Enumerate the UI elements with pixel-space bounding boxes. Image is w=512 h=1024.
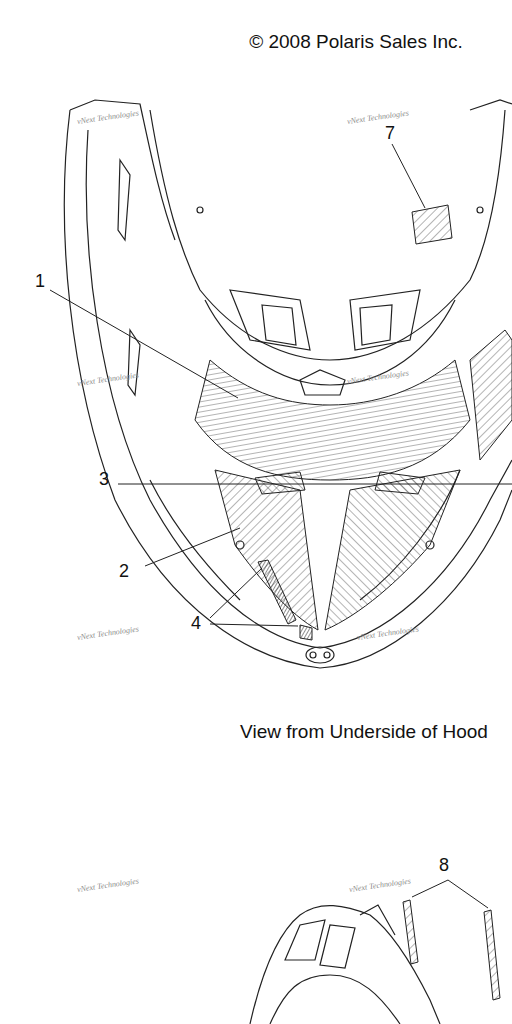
watermark: vNext Technologies: [77, 371, 140, 388]
watermark: vNext Technologies: [357, 625, 420, 642]
callout-number: 3: [99, 470, 109, 490]
hood-outline: [64, 100, 512, 668]
view-caption: View from Underside of Hood: [240, 722, 488, 743]
callout-number: 2: [119, 562, 129, 582]
watermark: vNext Technologies: [77, 877, 140, 894]
callout-number: 1: [35, 272, 45, 292]
callout-number: 7: [385, 124, 395, 144]
watermark: vNext Technologies: [349, 877, 412, 894]
watermark: vNext Technologies: [77, 109, 140, 126]
decal-strip: [403, 900, 418, 964]
copyright-text: © 2008 Polaris Sales Inc.: [249, 32, 463, 53]
watermark: vNext Technologies: [347, 369, 410, 386]
watermark: vNext Technologies: [77, 625, 140, 642]
callout-number: 8: [439, 856, 449, 876]
leader-lines: [50, 144, 512, 908]
decal-strip: [484, 910, 500, 1000]
callout-number: 4: [191, 614, 201, 634]
watermark: vNext Technologies: [347, 109, 410, 126]
